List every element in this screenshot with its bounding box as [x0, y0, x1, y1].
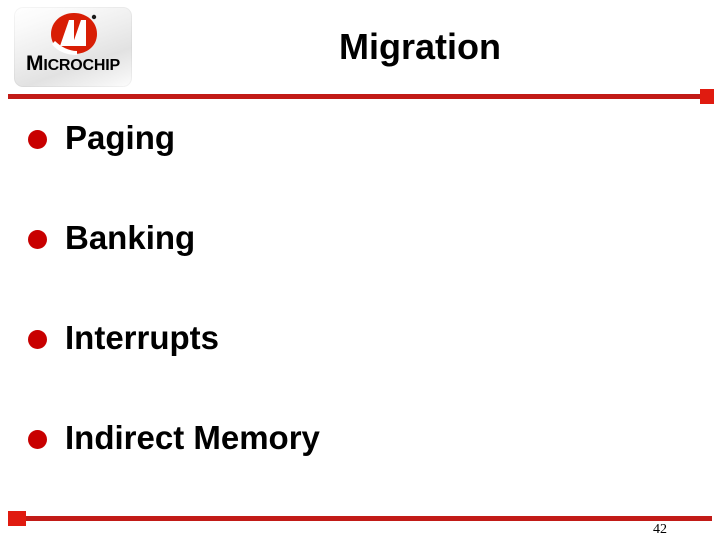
page-number: 42	[653, 522, 667, 537]
list-item: Banking	[28, 218, 688, 318]
list-item: Interrupts	[28, 318, 688, 418]
list-item: Indirect Memory	[28, 418, 688, 518]
header-divider-line	[8, 94, 712, 99]
bullet-dot-icon	[28, 330, 47, 349]
bullet-dot-icon	[28, 130, 47, 149]
microchip-wordmark: MICROCHIP	[14, 52, 132, 78]
bullet-label: Banking	[65, 219, 196, 256]
bullet-label: Indirect Memory	[65, 419, 320, 456]
bullet-label: Paging	[65, 119, 176, 156]
footer-divider-end-marker	[8, 511, 26, 526]
footer-divider-line	[18, 516, 712, 521]
bullet-dot-icon	[28, 430, 47, 449]
list-item: Paging	[28, 118, 688, 218]
header-divider-end-marker	[700, 89, 714, 104]
microchip-logo: MICROCHIP	[14, 7, 132, 87]
wordmark-lead-letter: M	[26, 52, 44, 75]
bullet-label: Interrupts	[65, 319, 220, 356]
slide-title: Migration	[339, 26, 501, 67]
bullet-list: Paging Banking Interrupts Indirect Memor…	[28, 118, 688, 518]
wordmark-rest-letters: ICROCHIP	[43, 57, 120, 74]
microchip-mark-icon	[47, 11, 101, 56]
bullet-dot-icon	[28, 230, 47, 249]
